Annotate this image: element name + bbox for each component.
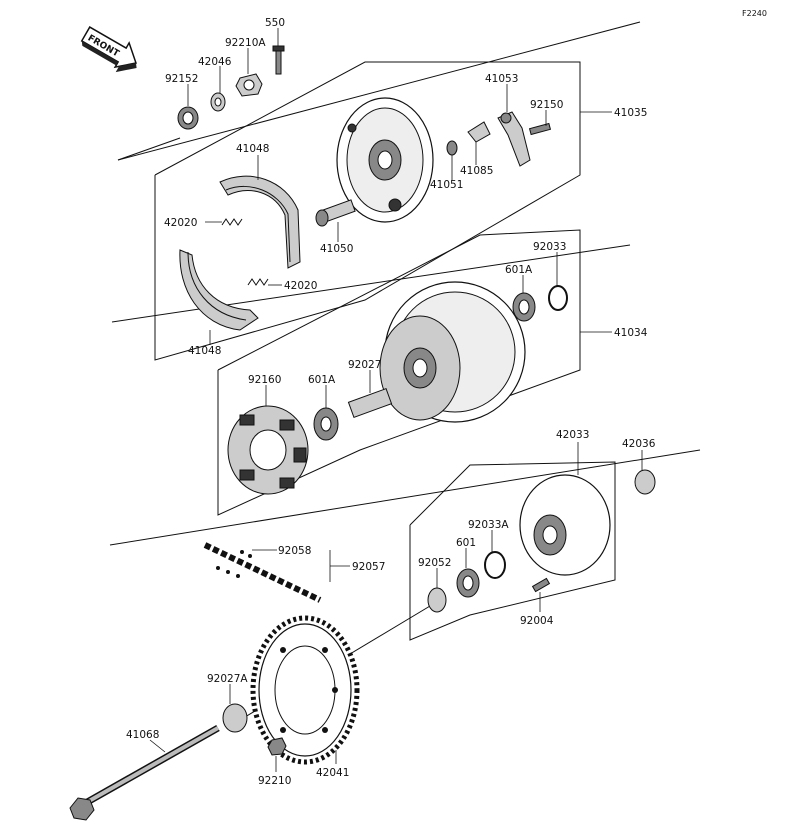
brake-shoe-lower-41048 [179,249,259,331]
label-42020-bottom: 42020 [284,280,317,292]
bolt-550 [272,45,285,75]
stud-92004 [531,577,551,593]
label-92033A: 92033A [468,519,509,531]
spacer-92027 [347,388,393,418]
washer-42046 [210,92,226,112]
brake-shoe-upper-41048 [219,175,301,269]
axle-41068 [69,724,220,821]
label-42033: 42033 [556,429,589,441]
spring-42020-lower [247,278,269,286]
brake-panel-group-outline [154,61,581,361]
axis-line-mid [111,244,631,323]
label-42041: 42041 [316,767,349,779]
spring-42020-upper [221,218,243,226]
sprocket-coupling [519,474,611,576]
axis-line-lower [109,449,701,546]
label-41035: 41035 [614,107,647,119]
seal-92052 [427,587,447,613]
label-92152: 92152 [165,73,198,85]
label-601: 601 [456,537,476,549]
hub-group-outline [217,229,581,516]
bearing-601A-right [512,292,536,322]
label-41053: 41053 [485,73,518,85]
label-42036: 42036 [622,438,656,450]
label-41034: 41034 [614,327,648,339]
collar-42036 [634,469,656,495]
chain-92057 [203,542,322,603]
label-92033: 92033 [533,241,566,253]
leader-lines [149,28,643,772]
label-92058: 92058 [278,545,311,557]
label-92160: 92160 [248,374,281,386]
label-601A-top: 601A [505,264,533,276]
seal-41051 [446,140,458,156]
circlip-92033A [484,551,506,579]
part-labels: 550 92210A 42046 92152 41053 92150 41035… [126,17,656,787]
rear-sprocket-42041 [250,615,360,765]
label-41048-bottom: 41048 [188,345,221,357]
circlip-92033 [548,285,568,311]
label-41050: 41050 [320,243,353,255]
label-41068: 41068 [126,729,159,741]
label-41085: 41085 [460,165,493,177]
bearing-601 [456,568,480,598]
label-92150: 92150 [530,99,563,111]
label-601A-mid: 601A [308,374,336,386]
label-550: 550 [265,17,285,29]
label-41051: 41051 [430,179,463,191]
label-92052: 92052 [418,557,451,569]
wheel-hub [379,281,526,423]
nut-92210A [235,73,263,97]
axis-line-top [117,21,641,161]
bolt-92150 [528,122,552,136]
indicator-41085 [467,121,491,143]
label-92057: 92057 [352,561,385,573]
label-92027: 92027 [348,359,381,371]
bearing-601A-left [313,407,339,441]
label-92027A: 92027A [207,673,248,685]
nut-92210 [267,737,287,756]
label-92210A: 92210A [225,37,266,49]
label-92004: 92004 [520,615,554,627]
front-direction-arrow-icon: FRONT [80,26,137,73]
cam-lever-41053 [497,111,531,167]
label-92210: 92210 [258,775,291,787]
damper-92160 [227,405,309,495]
brake-panel [336,97,434,223]
label-42046: 42046 [198,56,232,68]
label-42020-top: 42020 [164,217,197,229]
label-41048-top: 41048 [236,143,269,155]
collar-92027A [222,703,248,733]
coupling-group-outline [409,461,616,641]
figure-code: F2240 [742,9,767,18]
collar-92152 [177,106,199,130]
brake-cam-41050 [315,199,356,227]
